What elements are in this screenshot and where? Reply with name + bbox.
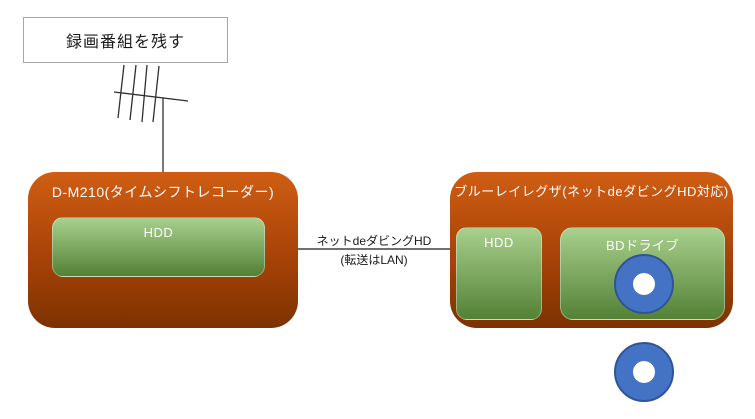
disc-hole bbox=[633, 361, 655, 383]
blu-ray-disc-icon bbox=[614, 254, 674, 314]
connection-label-dubbing: ネットdeダビングHD bbox=[316, 234, 432, 248]
device-regza-title: ブルーレイレグザ(ネットdeダビングHD対応) bbox=[454, 184, 729, 199]
connection-label-lan: (転送はLAN) bbox=[340, 253, 408, 267]
disc-hole bbox=[633, 273, 655, 295]
callout-keep-recordings: 録画番組を残す bbox=[23, 17, 228, 63]
device-dm210-title: D-M210(タイムシフトレコーダー) bbox=[51, 184, 275, 200]
tv-antenna-icon bbox=[113, 64, 189, 173]
dm210-hdd-module: HDD bbox=[52, 217, 265, 277]
callout-label: 録画番組を残す bbox=[65, 34, 185, 51]
regza-hdd-label: HDD bbox=[484, 235, 514, 250]
regza-hdd-module: HDD bbox=[456, 227, 542, 320]
regza-bd-drive-label: BDドライブ bbox=[605, 238, 680, 253]
device-bluray-regza: ブルーレイレグザ(ネットdeダビングHD対応) HDD BDドライブ bbox=[450, 172, 733, 328]
dm210-hdd-label: HDD bbox=[143, 225, 174, 240]
blu-ray-disc-icon bbox=[614, 342, 674, 402]
device-dm210: D-M210(タイムシフトレコーダー) HDD bbox=[28, 172, 298, 328]
regza-bd-drive-module: BDドライブ bbox=[560, 227, 725, 320]
